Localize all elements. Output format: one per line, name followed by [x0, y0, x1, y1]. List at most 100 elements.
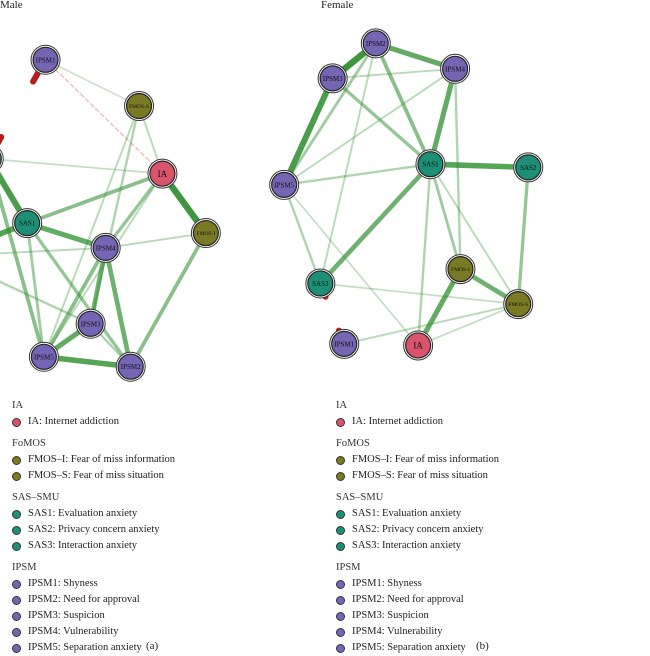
node-SAS3: SAS3	[305, 268, 336, 299]
legend-item-label: FMOS–S: Fear of miss situation	[28, 470, 164, 481]
edge-SAS1-FMOS-S	[429, 163, 520, 306]
panel-title: Male	[0, 0, 23, 11]
edge-IPSM2-IPSM5	[282, 41, 378, 187]
node-SAS1: SAS1	[12, 208, 43, 239]
legend-item: IPSM3: Suspicion	[12, 608, 175, 624]
node-label: FMOS-S	[129, 104, 149, 110]
legend-dot-icon	[336, 417, 345, 427]
legend-item: IPSM2: Need for approval	[12, 592, 175, 608]
edge-IPSM4-IPSM5	[41, 246, 108, 359]
node-label: IPSM2	[366, 40, 386, 48]
legend-dot-icon	[336, 509, 345, 519]
node-label: IPSM3	[323, 75, 343, 83]
legend-item: SAS3: Interaction anxiety	[12, 538, 175, 554]
edge-IPSM5-IA	[283, 184, 419, 347]
node-FMOS-I: FMOS-I	[445, 254, 476, 285]
edge-IA-SAS3	[0, 158, 164, 175]
legend-item: IPSM2: Need for approval	[336, 592, 499, 608]
edge-SAS2-IPSM3	[0, 280, 92, 325]
legend-group: IA IA: Internet addiction	[336, 398, 499, 430]
edge-FMOS-S-IPSM1	[343, 303, 520, 345]
legend-dot-icon	[12, 611, 21, 621]
node-IPSM4: IPSM4	[440, 53, 471, 84]
node-label: IPSM4	[96, 244, 116, 252]
edge-FMOS-I-IPSM2	[128, 231, 208, 369]
node-SAS1: SAS1	[415, 149, 446, 180]
node-SAS3: SAS3	[0, 148, 4, 169]
legend-item-label: IPSM3: Suspicion	[28, 610, 105, 621]
legend-item: IPSM1: Shyness	[336, 576, 499, 592]
legend-dot-icon	[336, 455, 345, 465]
legend-item: SAS1: Evaluation anxiety	[336, 506, 499, 522]
node-label: SAS1	[19, 220, 36, 228]
edge-IPSM4-IPSM2	[103, 245, 134, 370]
legend-item-label: IA: Internet addiction	[352, 416, 443, 427]
legend-item-label: IA: Internet addiction	[28, 416, 119, 427]
legend-item: IPSM1: Shyness	[12, 576, 175, 592]
edge-IPSM3-IPSM5	[281, 75, 336, 188]
legend-item-label: IPSM5: Separation anxiety	[28, 642, 142, 653]
caption-a: (a)	[146, 640, 159, 652]
edge-SAS1-FMOS-I	[429, 162, 462, 271]
node-label: FMOS-I	[451, 267, 470, 273]
legend-item: IPSM4: Vulnerability	[12, 624, 175, 640]
edge-FMOS-S-IA	[417, 303, 520, 347]
node-SAS2: SAS2	[513, 152, 544, 183]
edge-SAS1-SAS2	[427, 161, 532, 171]
legend-dot-icon	[336, 579, 345, 589]
legend-dot-icon	[12, 455, 21, 465]
legend-group-name: IA	[12, 400, 24, 411]
legend-dot-icon	[336, 611, 345, 621]
node-IA: IA	[403, 330, 434, 361]
node-FMOS-I: FMOS-I	[190, 218, 221, 249]
node-label: FMOS-S	[508, 302, 528, 308]
edge-SAS1-IPSM5	[25, 221, 46, 359]
node-IPSM2: IPSM2	[115, 351, 146, 382]
node-IPSM3: IPSM3	[75, 308, 106, 339]
legend-group-name: SAS–SMU	[336, 492, 384, 503]
edge-SAS1-IA	[416, 162, 432, 347]
legend-group-name: SAS–SMU	[12, 492, 60, 503]
legend-group: IA IA: Internet addiction	[12, 398, 175, 430]
node-IPSM1: IPSM1	[329, 328, 360, 359]
legend-dot-icon	[12, 579, 21, 589]
legend-item-label: SAS1: Evaluation anxiety	[28, 508, 138, 519]
legend-dot-icon	[336, 471, 345, 481]
node-label: IPSM1	[36, 56, 56, 64]
network-diagram: MaleIPSM1FMOS-SSAS3IASAS1FMOS-IIPSM4SAS2…	[0, 0, 544, 382]
legend-dot-icon	[12, 509, 21, 519]
node-FMOS-S: FMOS-S	[503, 289, 534, 320]
edge-IA-SAS1	[25, 171, 165, 226]
legend-item-label: SAS3: Interaction anxiety	[28, 540, 138, 551]
edge-SAS2-FMOS-S	[516, 165, 530, 306]
legend-dot-icon	[12, 525, 21, 535]
legend-item-label: IPSM5: Separation anxiety	[352, 642, 466, 653]
legend-group-name: IA	[336, 400, 348, 411]
legend-item-label: IPSM1: Shyness	[28, 578, 98, 589]
legend-group-name: FoMOS	[336, 438, 370, 449]
edge-FMOS-I-IPSM4	[104, 232, 207, 249]
legend-item-label: IPSM4: Vulnerability	[352, 626, 443, 637]
legend-item: FMOS–S: Fear of miss situation	[12, 468, 175, 484]
node-label: IPSM1	[334, 340, 354, 348]
legend-item-label: IPSM2: Need for approval	[28, 594, 140, 605]
edge-SAS2-IPSM4	[0, 246, 107, 255]
edge-SAS1-IPSM5	[282, 162, 432, 187]
legend-item: FMOS–I: Fear of miss information	[336, 452, 499, 468]
edge-FMOS-S-SAS3	[319, 282, 520, 305]
legend-item: FMOS–I: Fear of miss information	[12, 452, 175, 468]
edge-IPSM1-FMOS-S	[44, 59, 140, 107]
legend-dot-icon	[336, 627, 345, 637]
legend-item: FMOS–S: Fear of miss situation	[336, 468, 499, 484]
legend-item: IPSM4: Vulnerability	[336, 624, 499, 640]
edge-FMOS-S-IPSM5	[42, 105, 141, 358]
node-label: SAS2	[520, 164, 537, 172]
legend-item: SAS3: Interaction anxiety	[336, 538, 499, 554]
edge-IA-IPSM4	[104, 171, 165, 250]
